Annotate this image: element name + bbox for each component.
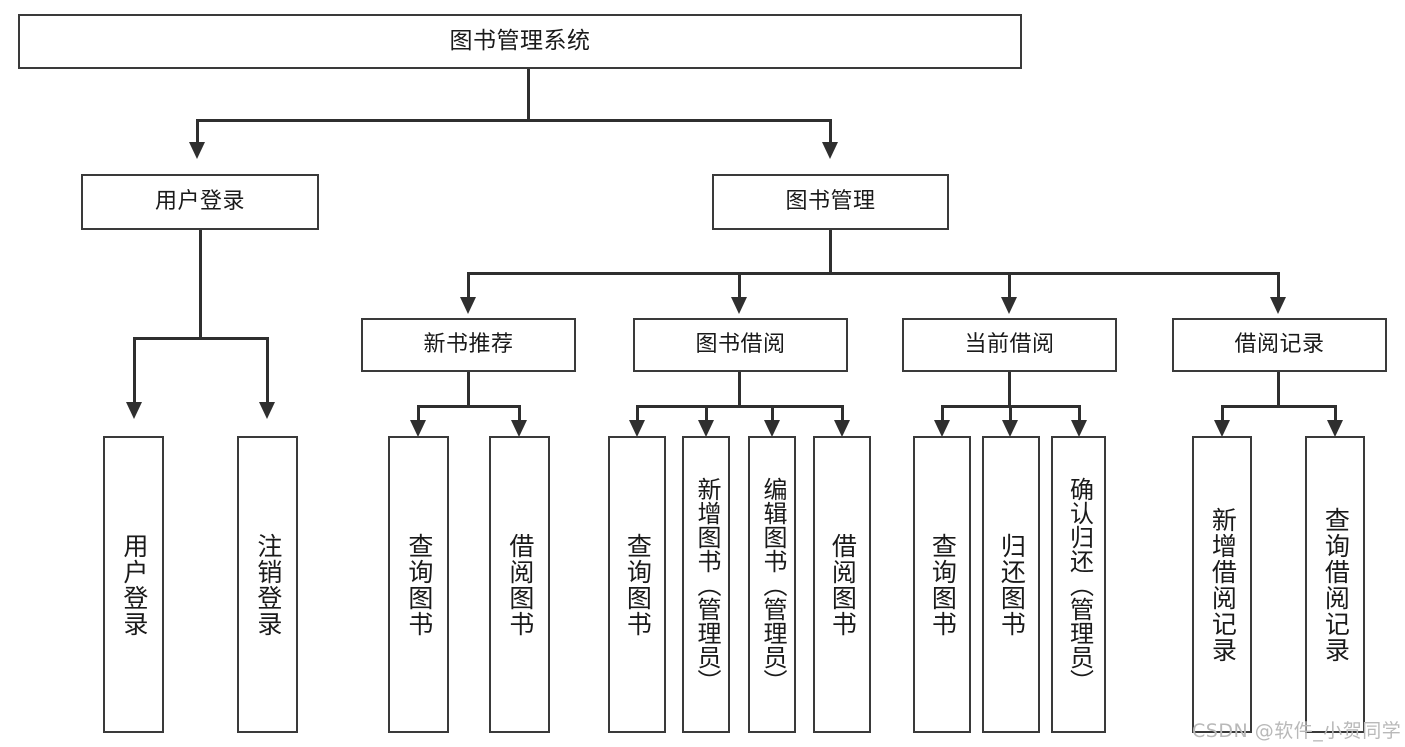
node-label: 借阅记录 [1234, 331, 1325, 357]
arrow-nb-borrow-book [511, 420, 527, 437]
node-label: 查询图书 [928, 532, 958, 637]
arrow-to-leaf-user-login [126, 402, 142, 419]
leaf-bb-query-book[interactable]: 查询图书 [608, 436, 666, 733]
leaf-cb-confirm-return[interactable]: 确认归还（管理员） [1051, 436, 1106, 733]
arrow-br-add-record [1214, 420, 1230, 437]
connector-user-login-stem [199, 230, 202, 337]
leaf-bb-edit-book[interactable]: 编辑图书（管理员） [748, 436, 796, 733]
connector-cb-to-leaf-1 [941, 405, 944, 429]
arrow-cb-query-book [934, 420, 950, 437]
connector-bm-to-new-book [467, 272, 470, 300]
node-book-borrow[interactable]: 图书借阅 [633, 318, 848, 372]
node-new-book-recommend[interactable]: 新书推荐 [361, 318, 576, 372]
connector-bb-to-leaf-2 [705, 405, 708, 429]
watermark-text: CSDN @软件_小贺同学 [1192, 720, 1402, 742]
connector-borrow-record-bus [1221, 405, 1337, 408]
node-label: 查询图书 [623, 532, 653, 637]
arrow-cb-return-book [1002, 420, 1018, 437]
connector-user-login-bus [133, 337, 269, 340]
connector-br-to-leaf-1 [1221, 405, 1224, 429]
connector-cb-to-leaf-2 [1009, 405, 1012, 429]
connector-cb-to-leaf-3 [1078, 405, 1081, 429]
connector-bm-to-book-borrow [738, 272, 741, 300]
connector-nb-to-leaf-2 [518, 405, 521, 429]
leaf-logout[interactable]: 注销登录 [237, 436, 298, 733]
node-label: 查询图书 [404, 532, 434, 637]
connector-bm-to-current-borrow [1008, 272, 1011, 300]
node-book-management[interactable]: 图书管理 [712, 174, 949, 230]
connector-borrow-record-stem [1277, 372, 1280, 405]
connector-nb-to-leaf-1 [417, 405, 420, 429]
connector-new-book-bus [417, 405, 521, 408]
arrow-to-borrow-record [1270, 297, 1286, 314]
node-current-borrow[interactable]: 当前借阅 [902, 318, 1117, 372]
node-user-login[interactable]: 用户登录 [81, 174, 319, 230]
connector-book-borrow-bus [636, 405, 844, 408]
leaf-br-add-record[interactable]: 新增借阅记录 [1192, 436, 1252, 733]
connector-root-to-book-management [829, 119, 832, 145]
connector-bb-to-leaf-3 [771, 405, 774, 429]
connector-book-management-stem [829, 230, 832, 272]
node-label: 借阅图书 [828, 532, 858, 637]
connector-user-login-to-leaf-2 [266, 337, 269, 405]
connector-current-borrow-stem [1008, 372, 1011, 405]
leaf-cb-query-book[interactable]: 查询图书 [913, 436, 971, 733]
arrow-bb-query-book [629, 420, 645, 437]
node-label: 当前借阅 [964, 331, 1055, 357]
node-label: 新增图书（管理员） [692, 476, 721, 693]
arrow-bb-borrow-book [834, 420, 850, 437]
arrow-br-query-record [1327, 420, 1343, 437]
node-root-book-management-system[interactable]: 图书管理系统 [18, 14, 1022, 69]
arrow-to-current-borrow [1001, 297, 1017, 314]
connector-book-borrow-stem [738, 372, 741, 405]
leaf-bb-add-book[interactable]: 新增图书（管理员） [682, 436, 730, 733]
node-label: 图书管理系统 [449, 27, 591, 54]
connector-bb-to-leaf-1 [636, 405, 639, 429]
arrow-to-user-login [189, 142, 205, 159]
arrow-nb-query-book [410, 420, 426, 437]
arrow-cb-confirm-return [1071, 420, 1087, 437]
node-label: 借阅图书 [505, 532, 535, 637]
arrow-bb-edit-book [764, 420, 780, 437]
node-label: 新书推荐 [423, 331, 514, 357]
connector-root-bus [196, 119, 832, 122]
connector-book-management-bus [467, 272, 1280, 275]
leaf-nb-query-book[interactable]: 查询图书 [388, 436, 449, 733]
node-borrow-record[interactable]: 借阅记录 [1172, 318, 1387, 372]
node-label: 用户登录 [119, 532, 149, 637]
connector-br-to-leaf-2 [1334, 405, 1337, 429]
node-label: 用户登录 [154, 188, 245, 214]
connector-user-login-to-leaf-1 [133, 337, 136, 405]
leaf-br-query-record[interactable]: 查询借阅记录 [1305, 436, 1365, 733]
connector-bb-to-leaf-4 [841, 405, 844, 429]
connector-bm-to-borrow-record [1277, 272, 1280, 300]
node-label: 确认归还（管理员） [1065, 476, 1094, 693]
node-label: 归还图书 [997, 532, 1027, 637]
arrow-to-new-book-recommend [460, 297, 476, 314]
connector-root-stem [527, 69, 530, 119]
node-label: 图书借阅 [695, 331, 786, 357]
connector-new-book-stem [467, 372, 470, 405]
arrow-to-book-borrow [731, 297, 747, 314]
node-label: 编辑图书（管理员） [758, 476, 787, 693]
node-label: 注销登录 [253, 532, 283, 637]
arrow-to-book-management [822, 142, 838, 159]
leaf-nb-borrow-book[interactable]: 借阅图书 [489, 436, 550, 733]
leaf-user-login[interactable]: 用户登录 [103, 436, 164, 733]
arrow-bb-add-book [698, 420, 714, 437]
leaf-cb-return-book[interactable]: 归还图书 [982, 436, 1040, 733]
node-label: 图书管理 [785, 188, 876, 214]
leaf-bb-borrow-book[interactable]: 借阅图书 [813, 436, 871, 733]
node-label: 新增借阅记录 [1208, 506, 1238, 663]
node-label: 查询借阅记录 [1321, 506, 1351, 663]
connector-root-to-user-login [196, 119, 199, 145]
arrow-to-leaf-logout [259, 402, 275, 419]
